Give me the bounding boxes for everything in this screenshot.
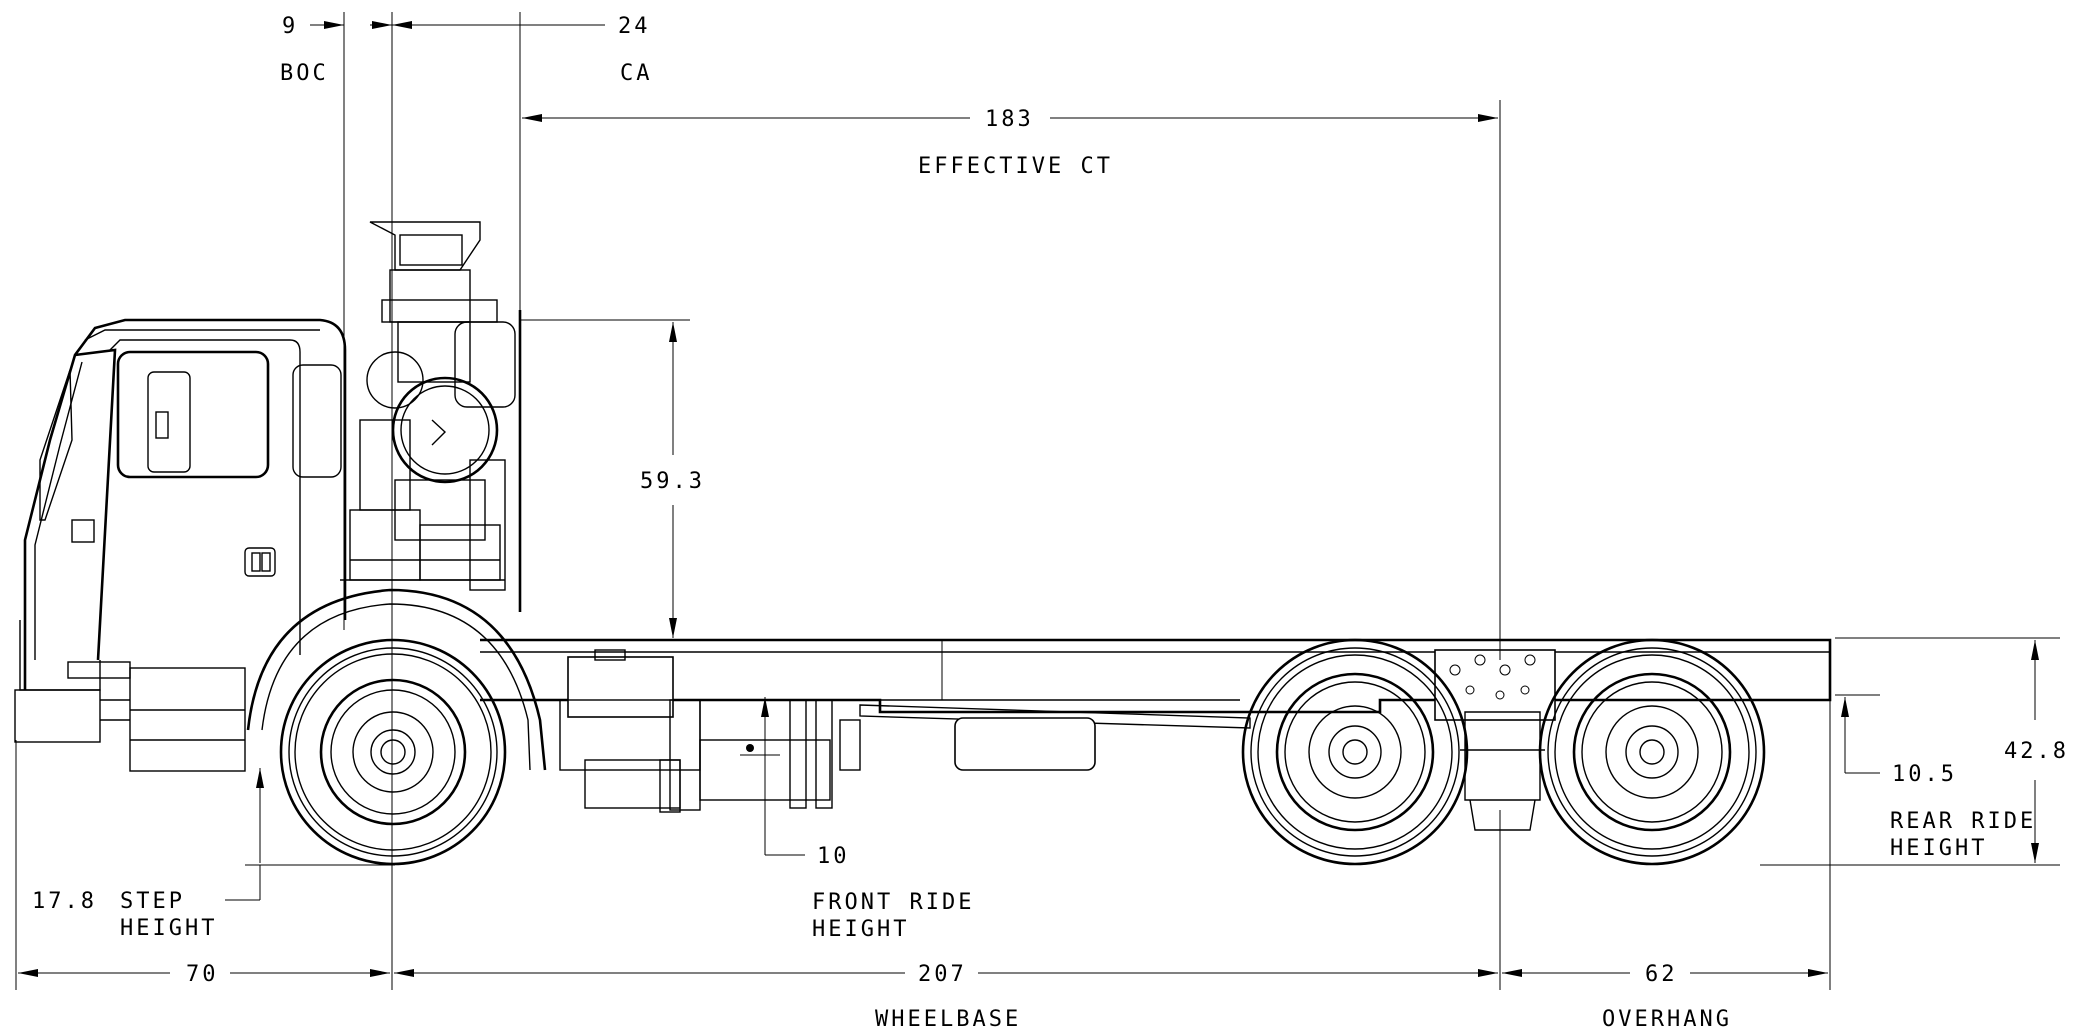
dimension-cab-height: 59.3 — [640, 322, 705, 638]
front-wheel — [279, 638, 507, 866]
cab-height-value: 59.3 — [640, 469, 705, 494]
dimension-overhang: 62 OVERHANG — [1502, 962, 1828, 1029]
rear-ride-label-2: HEIGHT — [1890, 836, 1987, 861]
rear-suspension — [1460, 711, 1545, 831]
wheelbase-label: WHEELBASE — [875, 1007, 1021, 1029]
dimension-frame-height: 42.8 — [2004, 640, 2069, 863]
rear-ride-value: 10.5 — [1892, 762, 1957, 787]
extension-lines — [15, 12, 2060, 990]
frame-rail — [480, 638, 1832, 771]
frame-height-value: 42.8 — [2004, 739, 2069, 764]
step-height-label-1: STEP — [120, 889, 185, 914]
rear-wheel-forward — [1241, 638, 1469, 866]
ca-value: 24 — [618, 14, 651, 39]
dimension-step-height: 17.8 STEP HEIGHT — [32, 768, 264, 941]
cab — [14, 318, 347, 772]
dimension-boc: 9 BOC — [280, 14, 520, 86]
rear-wheel-aft — [1538, 638, 1766, 866]
dimension-rear-ride-height: 10.5 REAR RIDE HEIGHT — [1841, 697, 2036, 861]
front-ride-label-1: FRONT RIDE — [812, 890, 974, 915]
rear-ride-label-1: REAR RIDE — [1890, 809, 2036, 834]
effective-ct-label: EFFECTIVE CT — [918, 154, 1113, 179]
front-ride-value: 10 — [817, 844, 850, 869]
dimension-front-ride-height: 10 FRONT RIDE HEIGHT — [761, 697, 974, 942]
boc-value: 9 — [282, 14, 298, 39]
dimension-effective-ct: 183 EFFECTIVE CT — [522, 107, 1498, 179]
dimension-wheelbase: 207 WHEELBASE — [394, 962, 1498, 1029]
dimension-ca: 24 CA — [520, 14, 653, 86]
ca-label: CA — [620, 61, 653, 86]
front-overhang-value: 70 — [186, 962, 219, 987]
step-height-value: 17.8 — [32, 889, 97, 914]
boc-label: BOC — [280, 61, 329, 86]
step-height-label-2: HEIGHT — [120, 916, 217, 941]
effective-ct-value: 183 — [985, 107, 1034, 132]
front-ride-label-2: HEIGHT — [812, 917, 909, 942]
overhang-label: OVERHANG — [1602, 1007, 1732, 1029]
front-fender — [246, 588, 547, 771]
engine — [340, 221, 522, 612]
drivetrain — [559, 649, 861, 813]
wheelbase-value: 207 — [918, 962, 967, 987]
truck-illustration — [14, 221, 1832, 866]
overhang-value: 62 — [1645, 962, 1678, 987]
dimension-front-overhang: 70 — [18, 962, 390, 987]
